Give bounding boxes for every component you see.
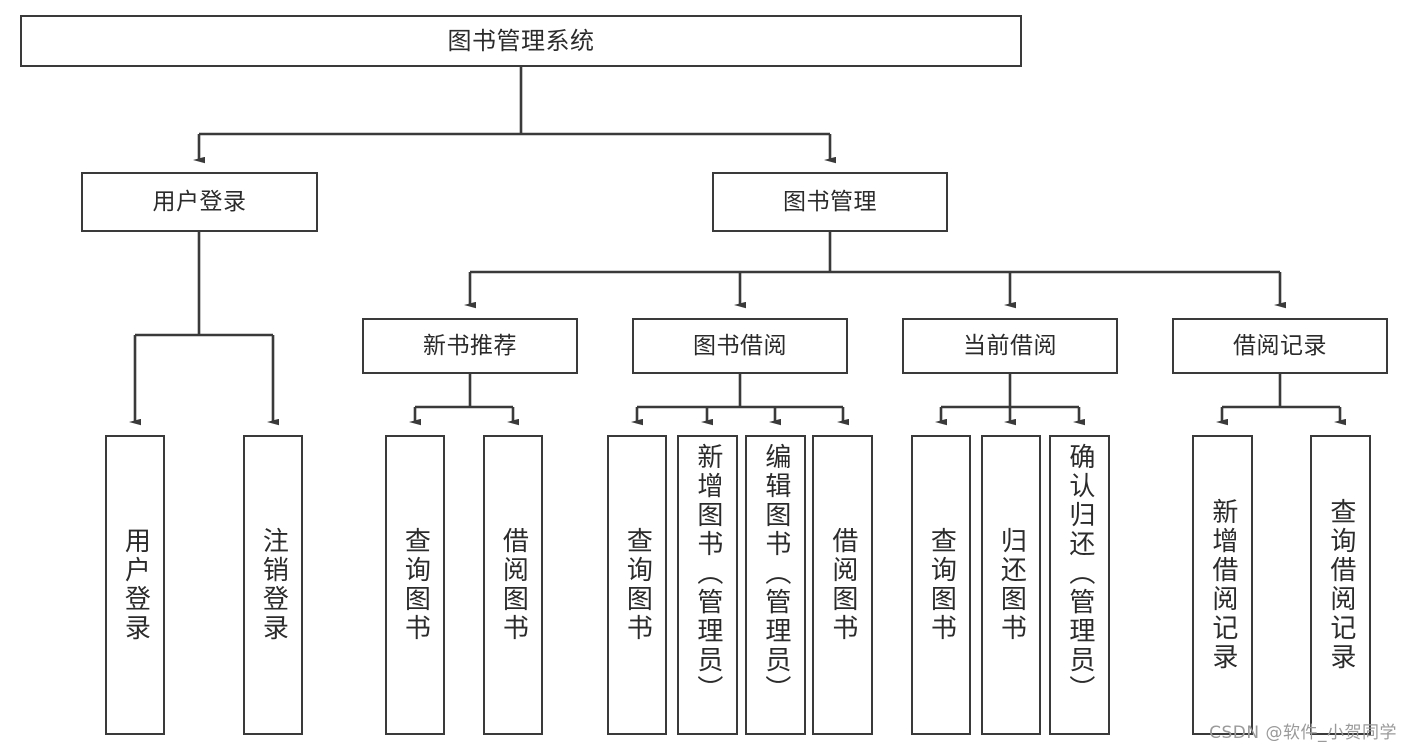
node-book-management[interactable]: 图书管理 [712, 172, 948, 232]
node-label: 新书推荐 [423, 332, 517, 359]
leaf-user-login[interactable]: 用户登录 [105, 435, 165, 735]
node-label: 查询图书 [400, 527, 431, 643]
csdn-watermark: CSDN @软件_小贺同学 [1209, 723, 1397, 743]
leaf-add-borrow-record[interactable]: 新增借阅记录 [1192, 435, 1253, 735]
node-new-book-recommendation[interactable]: 新书推荐 [362, 318, 578, 374]
node-book-borrowing[interactable]: 图书借阅 [632, 318, 848, 374]
node-label: 新增图书（管理员） [692, 443, 723, 704]
leaf-borrow-book[interactable]: 借阅图书 [812, 435, 873, 735]
node-label: 图书管理系统 [447, 27, 595, 55]
node-label: 新增借阅记录 [1207, 498, 1238, 672]
leaf-query-book-current[interactable]: 查询图书 [911, 435, 971, 735]
node-current-borrowing[interactable]: 当前借阅 [902, 318, 1118, 374]
leaf-edit-book-admin[interactable]: 编辑图书（管理员） [745, 435, 806, 735]
leaf-borrow-book-new[interactable]: 借阅图书 [483, 435, 543, 735]
leaf-return-book[interactable]: 归还图书 [981, 435, 1041, 735]
node-label: 查询图书 [926, 527, 957, 643]
leaf-confirm-return-admin[interactable]: 确认归还（管理员） [1049, 435, 1110, 735]
node-label: 借阅图书 [498, 527, 529, 643]
node-root-system[interactable]: 图书管理系统 [20, 15, 1022, 67]
node-label: 图书管理 [783, 188, 877, 215]
leaf-add-book-admin[interactable]: 新增图书（管理员） [677, 435, 738, 735]
node-label: 用户登录 [152, 188, 247, 215]
node-label: 借阅记录 [1233, 332, 1327, 359]
leaf-logout[interactable]: 注销登录 [243, 435, 303, 735]
node-label: 注销登录 [258, 527, 289, 643]
node-label: 查询借阅记录 [1325, 498, 1356, 672]
leaf-query-book-borrow[interactable]: 查询图书 [607, 435, 667, 735]
node-borrowing-record[interactable]: 借阅记录 [1172, 318, 1388, 374]
node-label: 编辑图书（管理员） [760, 443, 791, 704]
node-label: 借阅图书 [827, 527, 858, 643]
node-label: 查询图书 [622, 527, 653, 643]
node-label: 图书借阅 [693, 332, 787, 359]
node-user-login[interactable]: 用户登录 [81, 172, 318, 232]
leaf-query-book-new[interactable]: 查询图书 [385, 435, 445, 735]
node-label: 用户登录 [120, 527, 151, 643]
node-label: 当前借阅 [963, 332, 1057, 359]
leaf-query-borrow-record[interactable]: 查询借阅记录 [1310, 435, 1371, 735]
node-label: 确认归还（管理员） [1064, 443, 1095, 704]
node-label: 归还图书 [996, 527, 1027, 643]
